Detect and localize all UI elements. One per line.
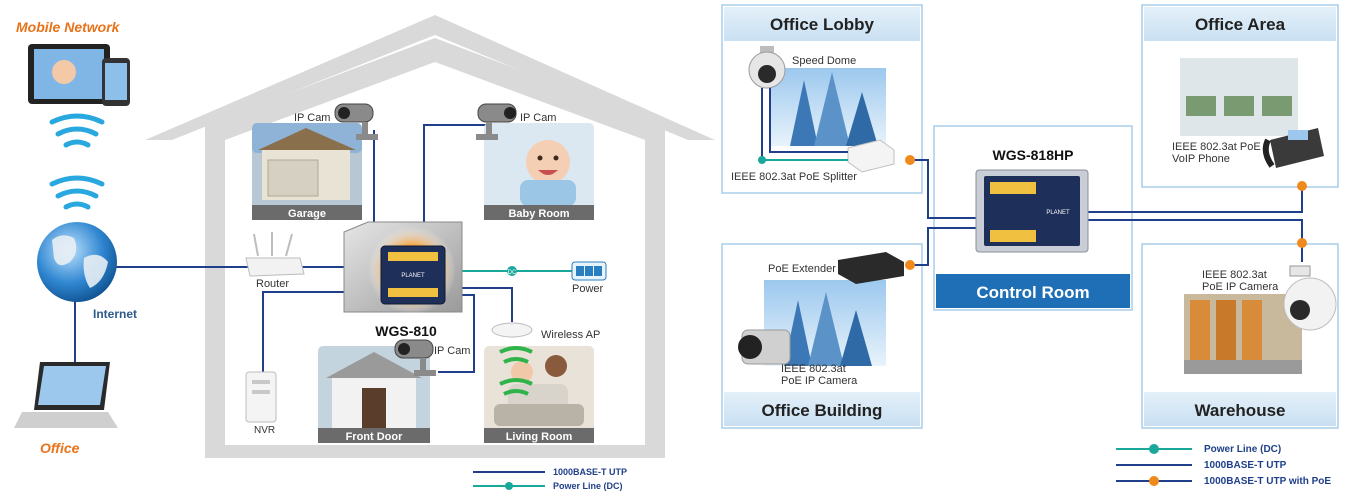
- garage-photo: [252, 123, 362, 220]
- panel-title-warehouse: Warehouse: [1194, 401, 1285, 420]
- wireless-ap-label: Wireless AP: [541, 329, 600, 341]
- warehouse-cam-label-line-1: IEEE 802.3at: [1202, 269, 1267, 281]
- ip-cam-label-front-door: IP Cam: [434, 345, 470, 357]
- nvr-icon: [245, 371, 277, 423]
- office-legend-power: Power Line (DC): [1204, 444, 1281, 455]
- building-cam-label-line-2: PoE IP Camera: [781, 375, 858, 387]
- router-icon: [245, 232, 305, 277]
- office-legend-utp-poe: 1000BASE-T UTP with PoE: [1204, 476, 1331, 487]
- svg-text:DC: DC: [508, 270, 517, 276]
- ptz-camera-icon: [1283, 265, 1337, 331]
- svg-text:PLANET: PLANET: [1046, 210, 1070, 216]
- poe-splitter-label: IEEE 802.3at PoE Splitter: [731, 171, 857, 183]
- poe-extender-label: PoE Extender: [768, 263, 836, 275]
- tablet-icon: [28, 44, 130, 106]
- home-legend-utp: 1000BASE-T UTP: [553, 467, 627, 477]
- wireless-ap-icon: [491, 322, 533, 396]
- wireless-signal-icon: [49, 113, 105, 210]
- home-power-line: DC: [448, 266, 572, 276]
- nvr-label: NVR: [254, 425, 275, 436]
- panel-title-office-building: Office Building: [762, 401, 883, 420]
- poe-splitter-icon: [847, 139, 895, 173]
- office-label: Office: [40, 440, 80, 456]
- poe-extender-icon: [838, 252, 904, 284]
- panel-warehouse: [1141, 243, 1339, 429]
- building-cam-label-line-1: IEEE 802.3at: [781, 363, 846, 375]
- ip-cam-icon-garage: [334, 103, 378, 140]
- office-network-section: Office Lobby Speed Dome IEEE 802.3at PoE…: [721, 4, 1339, 487]
- front-door-photo: [318, 346, 430, 443]
- wgs-810-switch: PLANET: [343, 221, 463, 314]
- panel-office-lobby: [721, 4, 923, 194]
- laptop-icon: [14, 362, 118, 428]
- box-ip-camera-icon: [738, 329, 791, 365]
- speed-dome-icon: [748, 46, 786, 89]
- room-label-garage: Garage: [288, 208, 326, 220]
- wgs-818hp-label: WGS-818HP: [993, 147, 1074, 163]
- home-legend: [473, 471, 545, 490]
- ip-cam-icon-baby-room: [476, 103, 517, 140]
- room-label-front-door: Front Door: [346, 431, 404, 443]
- speed-dome-label: Speed Dome: [792, 55, 856, 67]
- warehouse-cam-label-line-2: PoE IP Camera: [1202, 281, 1279, 293]
- voip-phone-icon: [1262, 128, 1324, 168]
- voip-label-line-1: IEEE 802.3at PoE: [1172, 141, 1261, 153]
- voip-label-line-2: VoIP Phone: [1172, 153, 1230, 165]
- mobile-network-label: Mobile Network: [16, 19, 121, 35]
- living-room-photo: [484, 346, 594, 443]
- ip-cam-label-baby-room: IP Cam: [520, 112, 556, 124]
- poe-markers: [905, 155, 1307, 270]
- internet-label: Internet: [93, 307, 137, 321]
- globe-icon: [37, 222, 117, 302]
- office-dc-marker: [758, 156, 766, 164]
- control-room-label: Control Room: [976, 283, 1089, 302]
- wgs-810-label: WGS-810: [375, 323, 437, 339]
- panel-title-office-lobby: Office Lobby: [770, 15, 874, 34]
- ip-cam-icon-front-door: [394, 339, 436, 376]
- svg-text:PLANET: PLANET: [401, 273, 425, 279]
- home-legend-power: Power Line (DC): [553, 481, 623, 491]
- office-legend-utp: 1000BASE-T UTP: [1204, 460, 1287, 471]
- panel-office-area: [1141, 4, 1339, 188]
- panel-office-building: [721, 243, 923, 429]
- baby-room-photo: [484, 123, 594, 220]
- room-label-living-room: Living Room: [506, 431, 573, 443]
- room-label-baby-room: Baby Room: [508, 208, 569, 220]
- power-label: Power: [572, 283, 604, 295]
- office-legend: [1116, 444, 1192, 486]
- panel-title-office-area: Office Area: [1195, 15, 1286, 34]
- home-network-section: DC Mobile Network Internet: [14, 15, 715, 491]
- wgs-818hp-switch: PLANET: [975, 169, 1089, 253]
- router-label: Router: [256, 278, 289, 290]
- ip-cam-label-garage: IP Cam: [294, 112, 330, 124]
- power-socket-icon: [571, 261, 607, 281]
